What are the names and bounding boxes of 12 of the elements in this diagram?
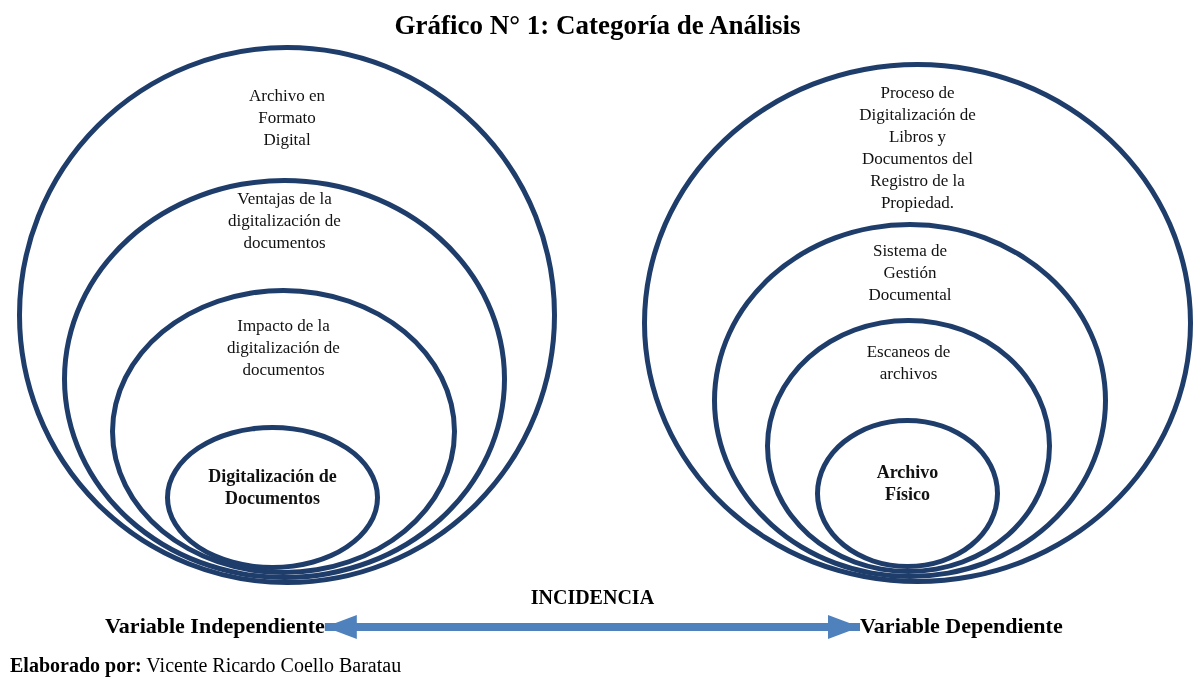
circle-label: Ventajas de la digitalización de documentos bbox=[227, 188, 342, 254]
circle-label: Impacto de la digitalización de documentos bbox=[226, 315, 341, 381]
variable-label: Variable Dependiente bbox=[860, 612, 1063, 640]
circle-label: Escaneos de archivos bbox=[865, 341, 952, 385]
circle-label: Archivo en Formato Digital bbox=[248, 85, 326, 151]
circle-label: Archivo Físico bbox=[875, 461, 940, 505]
variable-label: Variable Independiente bbox=[105, 612, 325, 640]
circle-label: Proceso de Digitalización de Libros y Documentos del Registro de la Propiedad. bbox=[858, 82, 977, 214]
diagram-title: Gráfico N° 1: Categoría de Análisis bbox=[394, 10, 801, 40]
circle-label: Sistema de Gestión Documental bbox=[867, 240, 953, 306]
circle-label: Digitalización de Documentos bbox=[207, 465, 338, 509]
author-credit: Elaborado por: Vicente Ricardo Coello Baratau bbox=[10, 654, 402, 676]
